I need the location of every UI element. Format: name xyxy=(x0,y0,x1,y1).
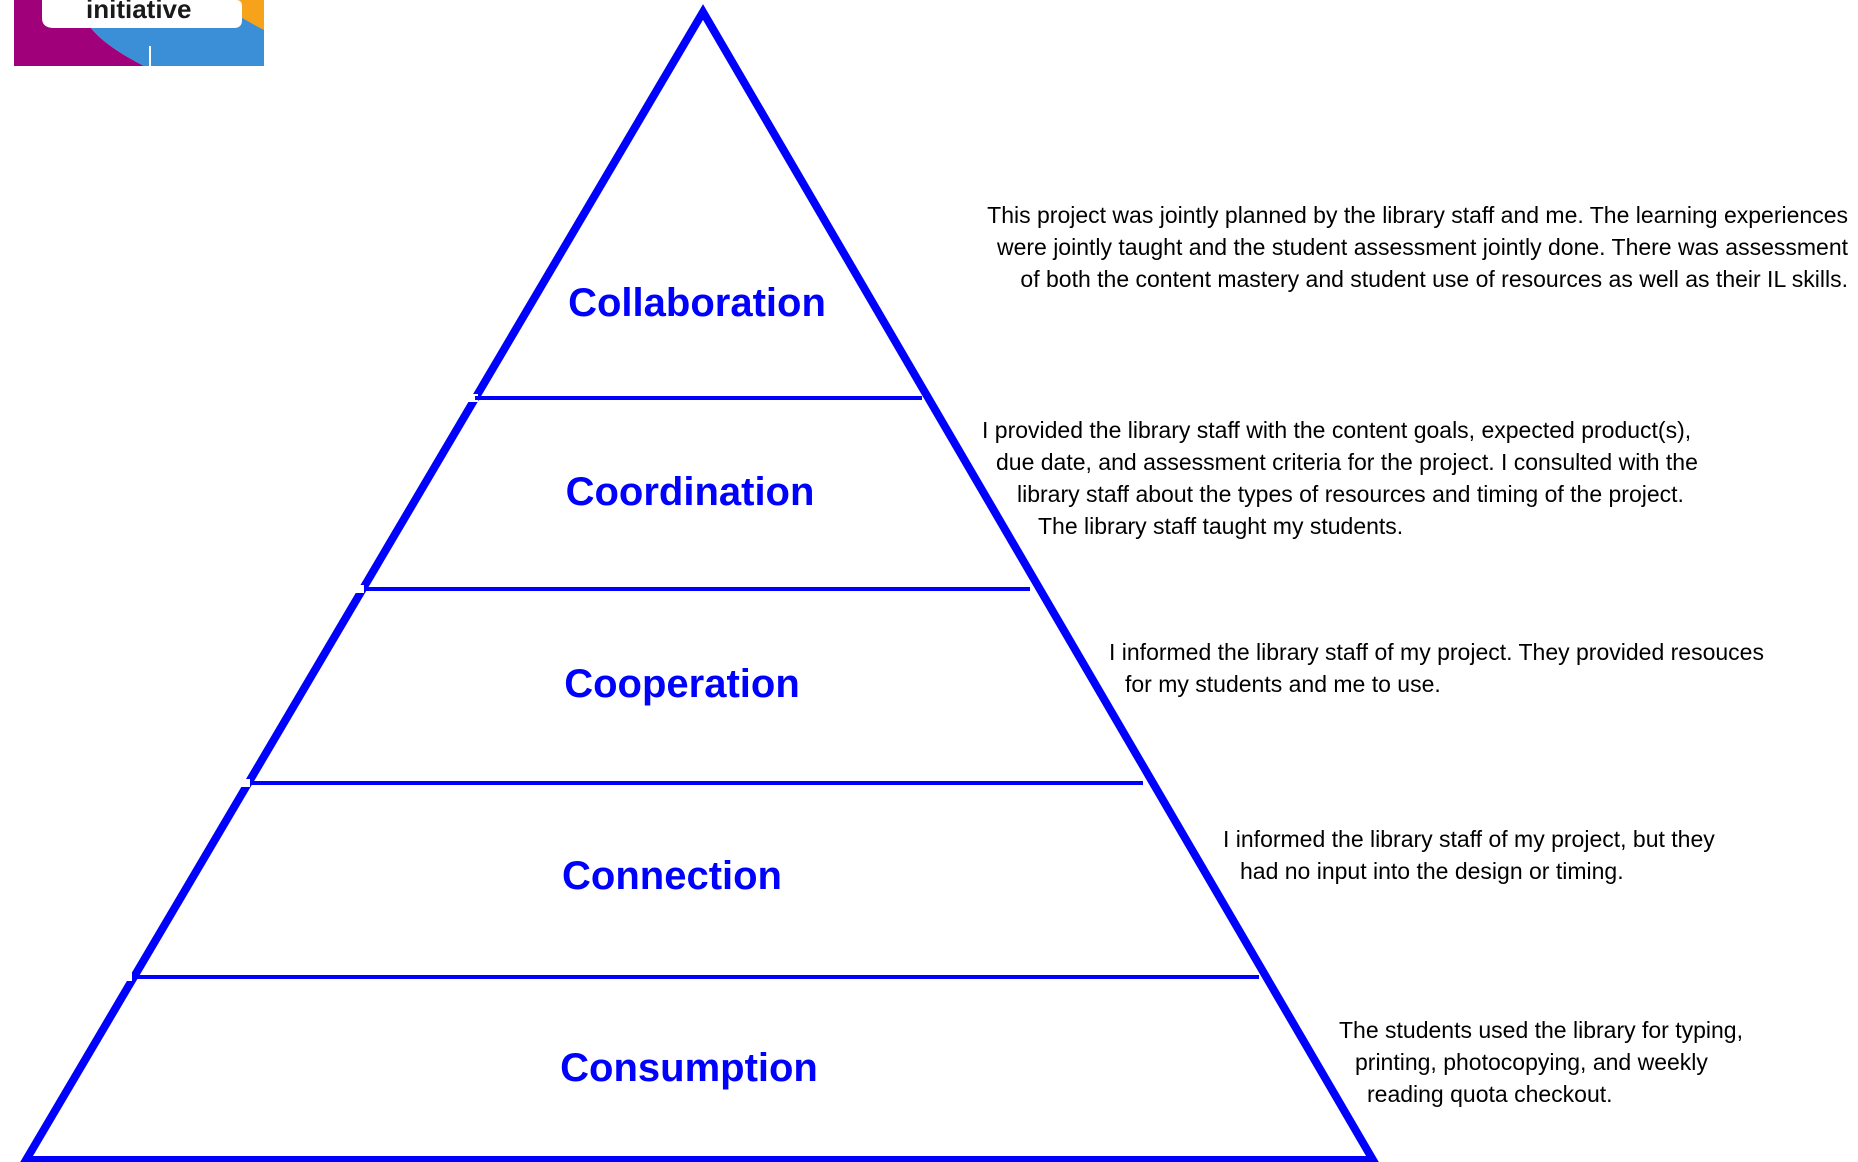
desc-line: I informed the library staff of my proje… xyxy=(1109,639,1764,665)
desc-line: The library staff taught my students. xyxy=(1038,513,1404,539)
desc-line: for my students and me to use. xyxy=(1125,671,1441,697)
desc-line: This project was jointly planned by the … xyxy=(987,202,1848,228)
desc-line: were jointly taught and the student asse… xyxy=(996,234,1848,260)
desc-line: The students used the library for typing… xyxy=(1339,1017,1743,1043)
desc-line: of both the content mastery and student … xyxy=(1020,266,1848,292)
level-label-coordination: Coordination xyxy=(565,470,815,514)
logo-text: initiative xyxy=(86,0,191,24)
pyramid-outline xyxy=(20,4,1379,1162)
description-connection: I informed the library staff of my proje… xyxy=(1223,823,1715,887)
logo-text-box xyxy=(42,0,242,28)
level-label-collaboration: Collaboration xyxy=(568,281,826,325)
description-cooperation: I informed the library staff of my proje… xyxy=(1109,636,1764,700)
desc-line: I provided the library staff with the co… xyxy=(982,417,1692,443)
description-coordination: I provided the library staff with the co… xyxy=(982,414,1698,542)
desc-line: reading quota checkout. xyxy=(1367,1081,1613,1107)
desc-line: I informed the library staff of my proje… xyxy=(1223,826,1715,852)
desc-line: library staff about the types of resourc… xyxy=(1017,481,1684,507)
desc-line: due date, and assessment criteria for th… xyxy=(996,449,1698,475)
description-consumption: The students used the library for typing… xyxy=(1339,1014,1743,1110)
level-label-consumption: Consumption xyxy=(560,1046,818,1090)
description-collaboration: This project was jointly planned by the … xyxy=(852,199,1848,295)
level-label-connection: Connection xyxy=(562,854,782,898)
initiative-logo: initiative xyxy=(14,0,264,66)
desc-line: printing, photocopying, and weekly xyxy=(1355,1049,1708,1075)
desc-line: had no input into the design or timing. xyxy=(1240,858,1624,884)
level-label-cooperation: Cooperation xyxy=(564,662,800,706)
